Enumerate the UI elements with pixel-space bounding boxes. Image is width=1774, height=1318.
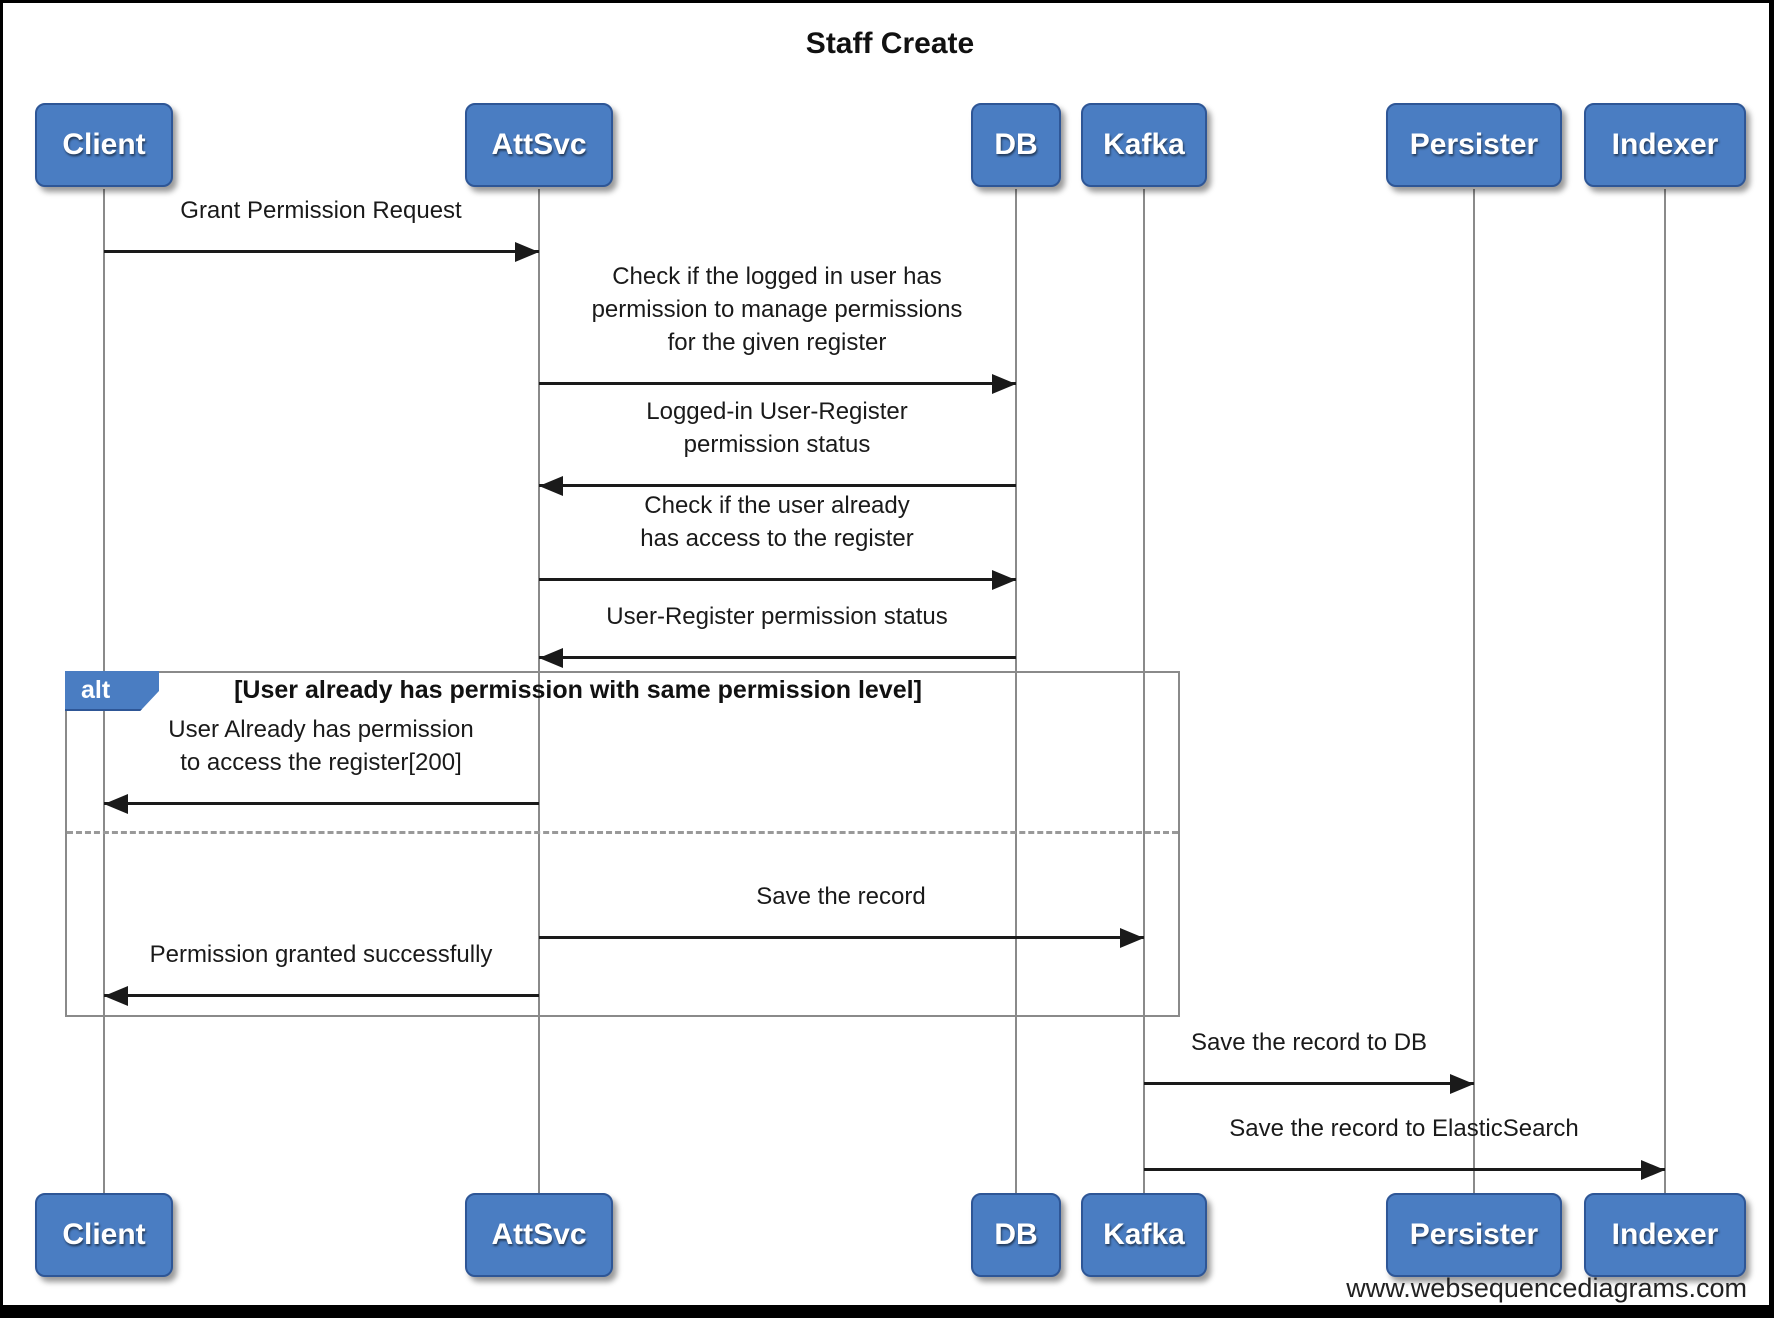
- message-label: Check if the logged in user has permissi…: [591, 263, 963, 356]
- arrowhead-icon: [992, 374, 1016, 394]
- arrowhead-icon: [1450, 1074, 1474, 1094]
- message-line: [1144, 1082, 1474, 1085]
- lifeline-attsvc: [538, 189, 540, 1193]
- participant-persister-top: Persister: [1386, 103, 1562, 187]
- message-line: [539, 382, 1016, 385]
- arrowhead-icon: [515, 242, 539, 262]
- message-line: [539, 936, 1144, 939]
- alt-guard-condition: [User already has permission with same p…: [234, 676, 922, 704]
- participant-kafka-bottom: Kafka: [1081, 1193, 1207, 1277]
- arrowhead-icon: [104, 986, 128, 1006]
- arrowhead-icon: [539, 648, 563, 668]
- lifeline-kafka: [1143, 189, 1145, 1193]
- arrowhead-icon: [1641, 1160, 1665, 1180]
- lifeline-persister: [1473, 189, 1475, 1193]
- message-label: Save the record to DB: [1190, 1029, 1428, 1056]
- participant-db-bottom: DB: [971, 1193, 1061, 1277]
- participant-client-bottom: Client: [35, 1193, 173, 1277]
- lifeline-db: [1015, 189, 1017, 1193]
- message-line: [539, 578, 1016, 581]
- arrowhead-icon: [539, 476, 563, 496]
- arrowhead-icon: [104, 794, 128, 814]
- message-line: [539, 656, 1016, 659]
- alt-else-divider: [67, 831, 1178, 834]
- message-label: Save the record: [756, 883, 926, 910]
- message-label: User-Register permission status: [606, 603, 948, 630]
- participant-db-top: DB: [971, 103, 1061, 187]
- message-label: User Already has permission to access th…: [168, 716, 474, 776]
- diagram-title: Staff Create: [805, 27, 975, 60]
- message-line: [1144, 1168, 1665, 1171]
- participant-client-top: Client: [35, 103, 173, 187]
- message-line: [104, 250, 539, 253]
- message-label: Check if the user already has access to …: [640, 492, 914, 552]
- message-line: [539, 484, 1016, 487]
- message-line: [104, 994, 539, 997]
- arrowhead-icon: [1120, 928, 1144, 948]
- participant-attsvc-bottom: AttSvc: [465, 1193, 613, 1277]
- message-label: Save the record to ElasticSearch: [1229, 1115, 1579, 1142]
- arrowhead-icon: [992, 570, 1016, 590]
- lifeline-indexer: [1664, 189, 1666, 1193]
- message-label: Grant Permission Request: [180, 197, 462, 224]
- diagram-canvas: Staff Create Client AttSvc DB Kafka Pers…: [3, 3, 1769, 1305]
- message-line: [104, 802, 539, 805]
- message-label: Permission granted successfully: [149, 941, 493, 968]
- alt-operator-tag: alt: [65, 671, 159, 711]
- watermark-text: www.websequencediagrams.com: [1346, 1273, 1747, 1303]
- participant-attsvc-top: AttSvc: [465, 103, 613, 187]
- message-label: Logged-in User-Register permission statu…: [646, 398, 908, 458]
- participant-persister-bottom: Persister: [1386, 1193, 1562, 1277]
- participant-kafka-top: Kafka: [1081, 103, 1207, 187]
- participant-indexer-top: Indexer: [1584, 103, 1746, 187]
- participant-indexer-bottom: Indexer: [1584, 1193, 1746, 1277]
- alt-fragment-box: [65, 671, 1180, 1017]
